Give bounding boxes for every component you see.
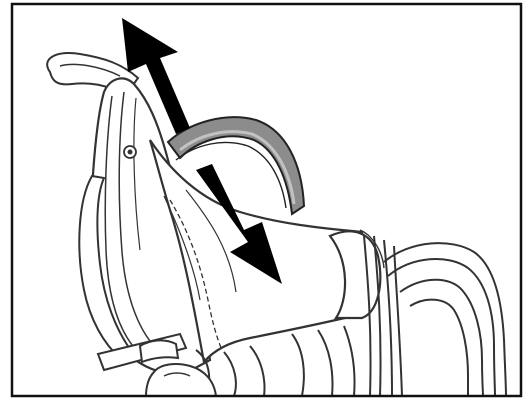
grommet-icon — [124, 146, 136, 158]
shoulder-strap-right — [384, 243, 506, 396]
hand-icon — [146, 364, 216, 396]
